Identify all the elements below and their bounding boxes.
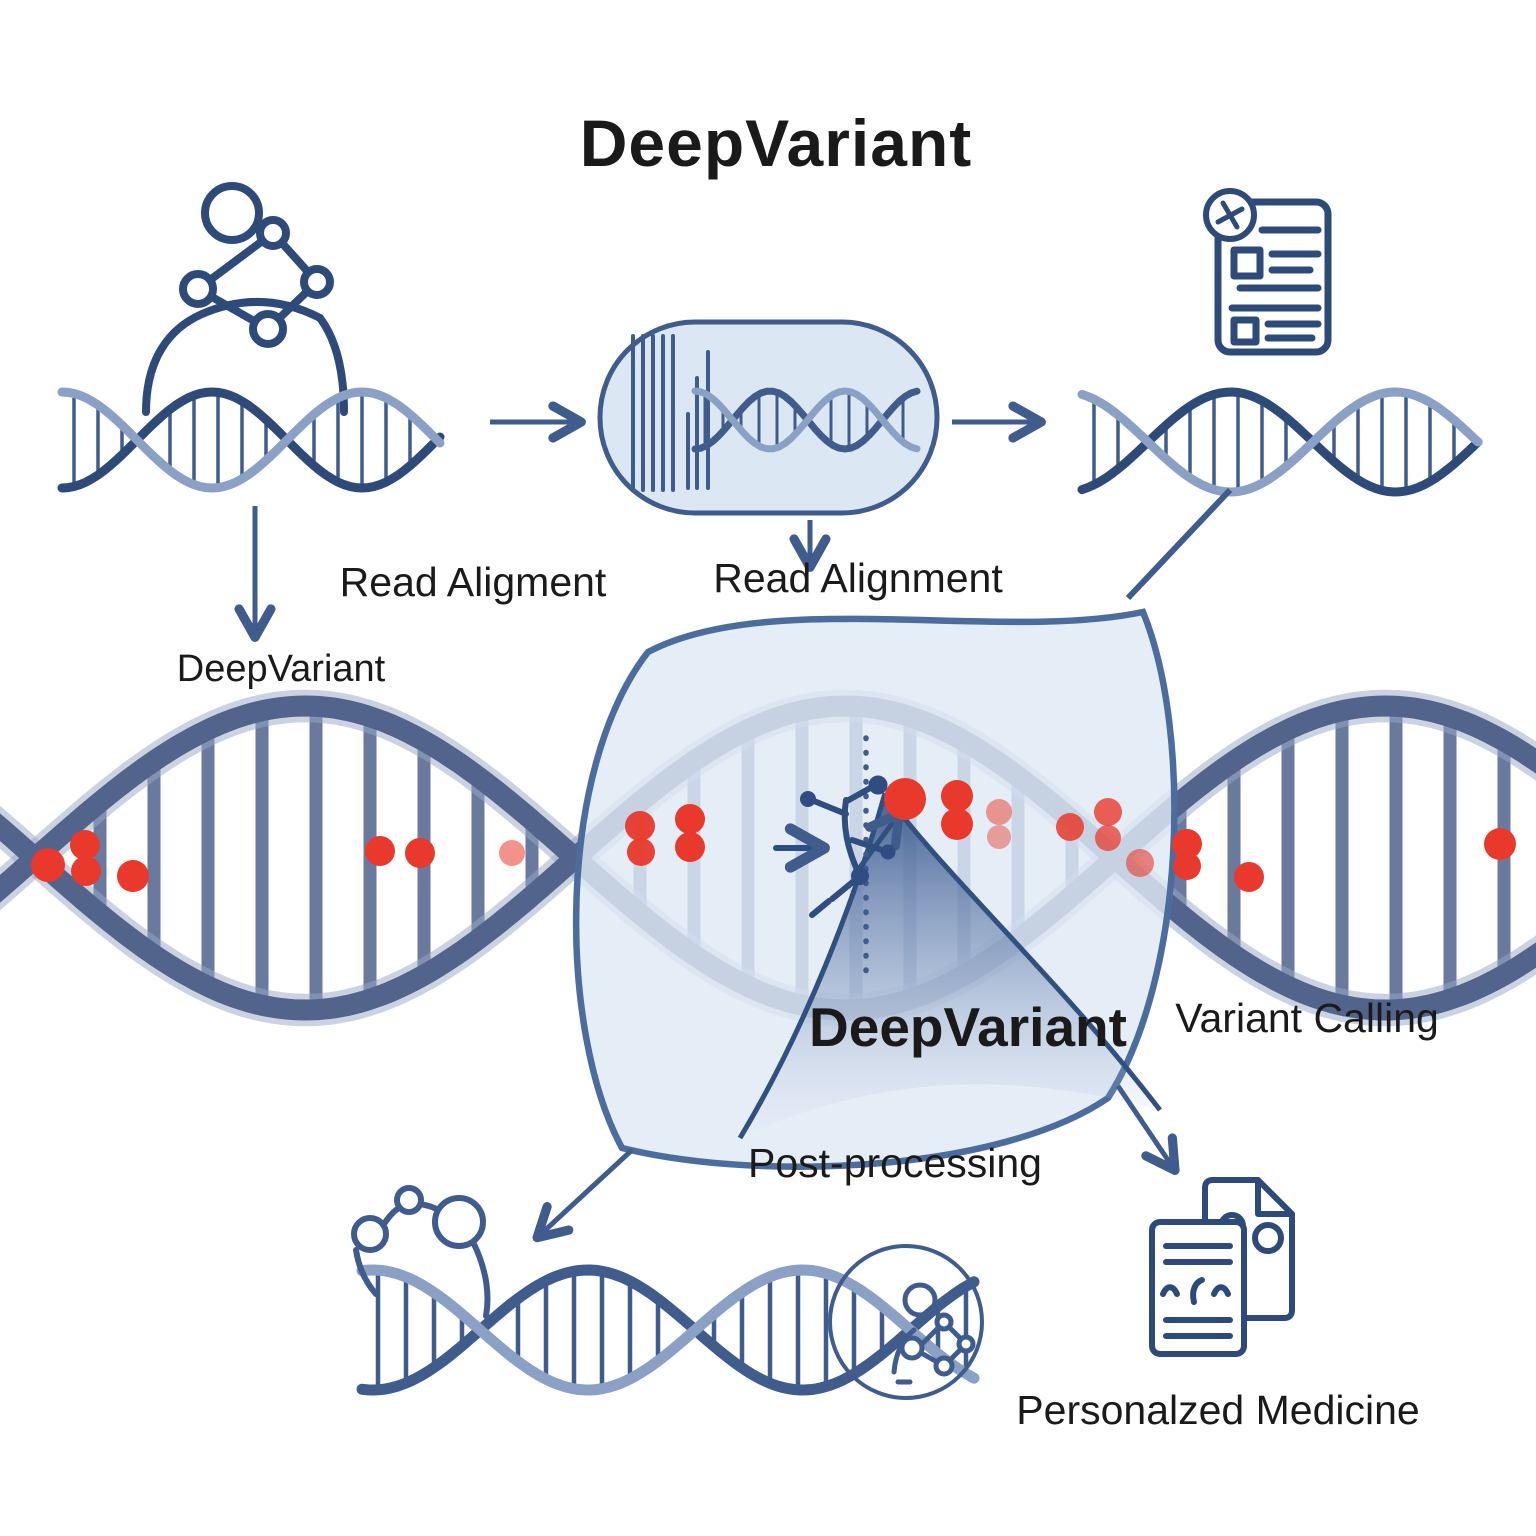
pill-reads-dna-icon bbox=[597, 319, 940, 516]
variant-dots bbox=[31, 778, 1516, 892]
decision-tree-icon bbox=[773, 775, 896, 918]
report-document-icon bbox=[1203, 188, 1332, 356]
page-title: DeepVariant bbox=[579, 106, 973, 180]
label-post-processing: Post-processing bbox=[748, 1140, 1042, 1186]
medical-documents-icon bbox=[1149, 1177, 1295, 1357]
connector-aligned-to-blob bbox=[1125, 487, 1233, 601]
label-read-alignment-left: Read Aligment bbox=[339, 559, 607, 605]
label-deepvariant-left: DeepVariant bbox=[176, 648, 386, 690]
dna-sketch-source bbox=[57, 387, 445, 493]
label-read-alignment-center: Read Alignment bbox=[713, 555, 1003, 601]
arrow-blob-to-documents bbox=[1115, 1084, 1180, 1176]
label-deepvariant-center: DeepVariant bbox=[809, 996, 1127, 1058]
dna-sketch-output bbox=[356, 1264, 980, 1396]
peak-arrow-icon bbox=[855, 809, 904, 872]
label-variant-calling: Variant Calling bbox=[1175, 995, 1439, 1041]
person-molecule-circle-icon bbox=[828, 1244, 984, 1400]
dna-sketch-aligned bbox=[1077, 387, 1483, 497]
signal-peak-icon bbox=[737, 791, 1162, 1140]
molecule-chain-icon bbox=[351, 1185, 491, 1319]
arrow-blob-to-output-dna bbox=[532, 1148, 634, 1243]
label-personalized-medicine: Personalzed Medicine bbox=[1016, 1387, 1420, 1433]
person-molecule-icon bbox=[142, 182, 348, 416]
